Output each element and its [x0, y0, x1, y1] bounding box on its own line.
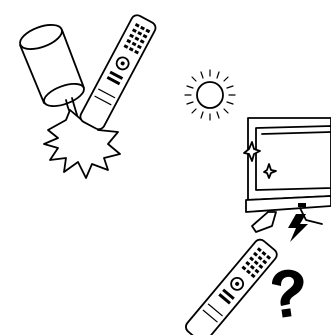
tilted-cup: [17, 20, 87, 111]
ir-sensor: [298, 203, 306, 207]
remote-not-working-scene: [183, 237, 303, 335]
television: [246, 118, 331, 232]
sun-icon: [185, 70, 235, 120]
remote-control-wet: [78, 13, 157, 131]
question-mark-icon: [272, 270, 304, 318]
sunlight-scene: [185, 70, 331, 242]
remote-control: [183, 237, 279, 335]
liquid-spill-scene: [17, 13, 158, 178]
